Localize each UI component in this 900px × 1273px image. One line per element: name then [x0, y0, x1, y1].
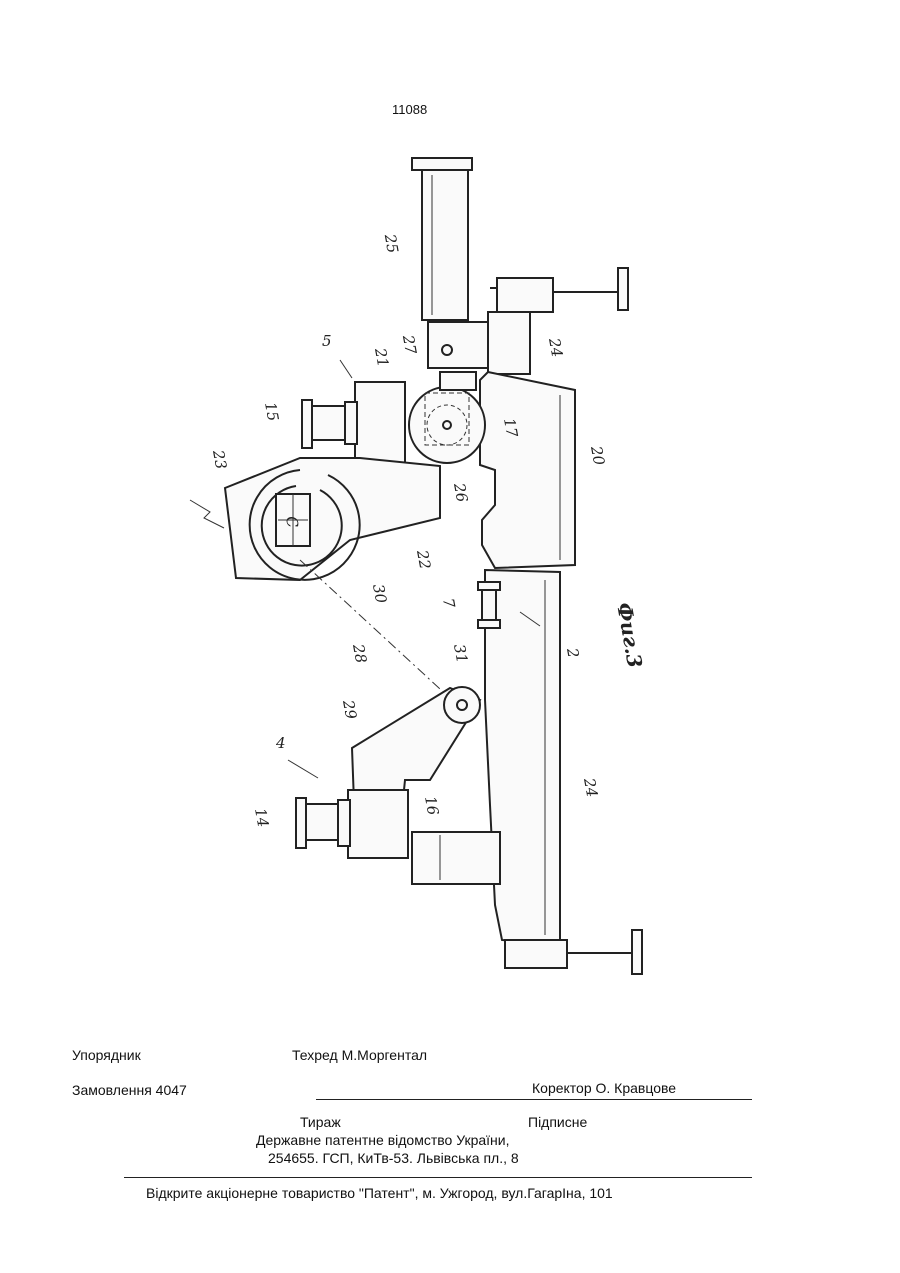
compiler-label: Упорядник	[72, 1047, 141, 1063]
tech-editor: Техред М.Моргентал	[292, 1047, 427, 1063]
label-4: 4	[275, 734, 286, 752]
rule-bottom	[124, 1177, 752, 1178]
label-17: 17	[500, 417, 521, 439]
circulation-label: Тираж	[300, 1114, 341, 1130]
label-23: 23	[209, 448, 230, 471]
leader-23	[190, 500, 224, 528]
subscription-label: Підписне	[528, 1114, 587, 1130]
label-21: 21	[371, 346, 392, 369]
label-15: 15	[261, 401, 282, 423]
label-16: 16	[421, 795, 442, 817]
label-25: 25	[381, 232, 402, 255]
unit-4	[296, 790, 500, 884]
part-7	[478, 582, 500, 628]
publisher-line: Відкрите акціонерне товариство "Патент",…	[146, 1185, 613, 1201]
rule-top	[316, 1099, 752, 1100]
label-26: 26	[450, 481, 471, 504]
leader-4	[288, 760, 318, 778]
leader-5	[340, 360, 352, 378]
label-31: 31	[450, 643, 471, 665]
dash-line-28	[300, 560, 452, 700]
office-line-1: Державне патентне відомство України,	[256, 1132, 510, 1148]
unit-5	[302, 382, 405, 464]
label-20: 20	[587, 444, 608, 467]
roller-26	[409, 372, 485, 463]
label-22: 22	[413, 548, 434, 571]
frame-22	[225, 458, 440, 580]
label-30: 30	[369, 583, 390, 605]
label-24: 24	[545, 336, 566, 359]
label-5: 5	[322, 332, 332, 350]
label-27: 27	[399, 333, 420, 356]
label-14: 14	[251, 807, 272, 829]
order-number: Замовлення 4047	[72, 1082, 187, 1098]
label-7: 7	[439, 597, 458, 610]
corrector: Коректор О. Кравцове	[532, 1080, 676, 1096]
label-2: 2	[563, 646, 583, 660]
body-20	[480, 372, 575, 568]
label-29: 29	[339, 698, 360, 721]
label-24-bottom: 24	[580, 776, 601, 799]
cylinder-25	[412, 158, 472, 320]
office-line-2: 254655. ГСП, КиТв-53. Львівська пл., 8	[268, 1150, 519, 1166]
label-28: 28	[349, 642, 370, 665]
figure-caption: Фиг.3	[612, 601, 647, 670]
